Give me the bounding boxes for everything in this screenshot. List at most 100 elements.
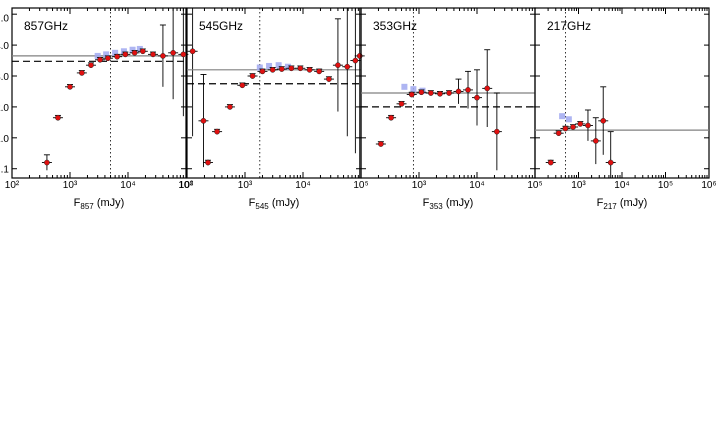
x-tick-label: 10⁵	[658, 180, 673, 191]
data-point	[555, 130, 562, 137]
x-tick-label: 10⁵	[527, 180, 542, 191]
x-axis-label: F217 (mJy)	[597, 197, 648, 211]
data-point	[446, 90, 452, 96]
data-point	[562, 125, 569, 132]
data-point	[160, 53, 166, 59]
data-point	[418, 89, 425, 96]
data-point	[288, 65, 295, 72]
x-tick-label: 10²	[179, 180, 194, 191]
x-tick-label: 10⁶	[701, 180, 716, 191]
blue-point	[120, 48, 127, 55]
x-tick-label: 10⁵	[178, 180, 193, 191]
data-point	[44, 159, 50, 166]
panel-frame	[186, 7, 362, 179]
data-point	[97, 56, 103, 63]
data-point	[335, 62, 341, 69]
data-point	[316, 68, 323, 75]
data-point	[122, 51, 129, 58]
blue-point	[94, 52, 101, 59]
y-tick-label: .1	[1, 165, 10, 176]
data-point	[139, 48, 146, 55]
data-point	[227, 104, 233, 110]
panel-857GHz: 10²10³10⁴10⁵10².11.02.03.04.0.0857GHzF85…	[0, 7, 209, 211]
panel-title: 545GHz	[199, 19, 243, 33]
data-point	[455, 88, 462, 95]
x-tick-label: 10⁴	[120, 180, 135, 191]
blue-point	[559, 113, 566, 120]
data-point	[200, 117, 207, 124]
x-tick-label: 10⁴	[295, 180, 310, 191]
x-tick-label: 10³	[63, 180, 78, 191]
data-point	[408, 91, 415, 98]
x-tick-label: 10⁵	[353, 180, 368, 191]
y-tick-label: .0	[1, 13, 10, 24]
y-tick-label: 1.0	[0, 134, 9, 145]
data-point	[105, 55, 111, 62]
y-tick-label: 2.0	[0, 103, 9, 114]
data-point	[55, 114, 61, 121]
data-point	[150, 51, 156, 58]
blue-point	[284, 63, 291, 70]
blue-point	[129, 46, 136, 53]
panel-title: 353GHz	[373, 19, 417, 33]
data-point	[306, 66, 313, 73]
panel-frame	[11, 7, 187, 179]
data-point	[180, 51, 187, 58]
data-point	[114, 53, 120, 60]
data-point	[214, 128, 220, 135]
data-point	[352, 57, 359, 64]
data-point	[326, 76, 332, 82]
blue-point	[565, 116, 572, 123]
data-point	[427, 90, 434, 96]
blue-point	[266, 62, 273, 69]
data-point	[465, 87, 471, 93]
data-point	[78, 70, 85, 76]
data-point	[592, 138, 599, 144]
y-tick-label: 3.0	[0, 72, 9, 83]
blue-point	[275, 62, 282, 69]
data-point	[344, 63, 351, 70]
data-point	[189, 48, 196, 55]
data-point	[570, 124, 576, 130]
blue-point	[256, 64, 263, 71]
data-point	[170, 49, 176, 56]
data-point	[494, 128, 500, 135]
data-point	[484, 85, 491, 92]
x-tick-label: 10³	[412, 180, 427, 191]
x-axis-label: F353 (mJy)	[423, 197, 474, 211]
data-point	[547, 159, 554, 166]
data-point	[259, 68, 266, 75]
data-point	[437, 90, 443, 97]
panel-frame	[534, 7, 710, 179]
panel-title: 857GHz	[24, 19, 68, 33]
x-tick-label: 10³	[571, 180, 586, 191]
data-point	[297, 65, 304, 72]
x-tick-label: 10²	[5, 180, 20, 191]
y-tick-label: 4.0	[0, 41, 9, 52]
data-point	[239, 82, 246, 89]
data-point	[607, 159, 614, 166]
x-axis-label: F545 (mJy)	[249, 197, 300, 211]
x-tick-label: 10⁴	[614, 180, 629, 191]
data-point	[398, 100, 405, 107]
data-point	[388, 114, 394, 121]
data-point	[88, 62, 94, 69]
data-point	[600, 117, 607, 124]
blue-point	[401, 83, 408, 90]
x-axis-label: F857 (mJy)	[74, 197, 125, 211]
data-point	[205, 159, 211, 166]
blue-point	[103, 51, 110, 58]
blue-point	[410, 86, 417, 93]
panel-title: 217GHz	[547, 19, 591, 33]
data-point	[278, 66, 285, 72]
data-point	[378, 141, 384, 147]
data-point	[474, 94, 480, 101]
data-point	[249, 73, 256, 79]
x-tick-label: 10⁴	[469, 180, 484, 191]
blue-point	[112, 49, 119, 56]
data-point	[131, 49, 138, 56]
